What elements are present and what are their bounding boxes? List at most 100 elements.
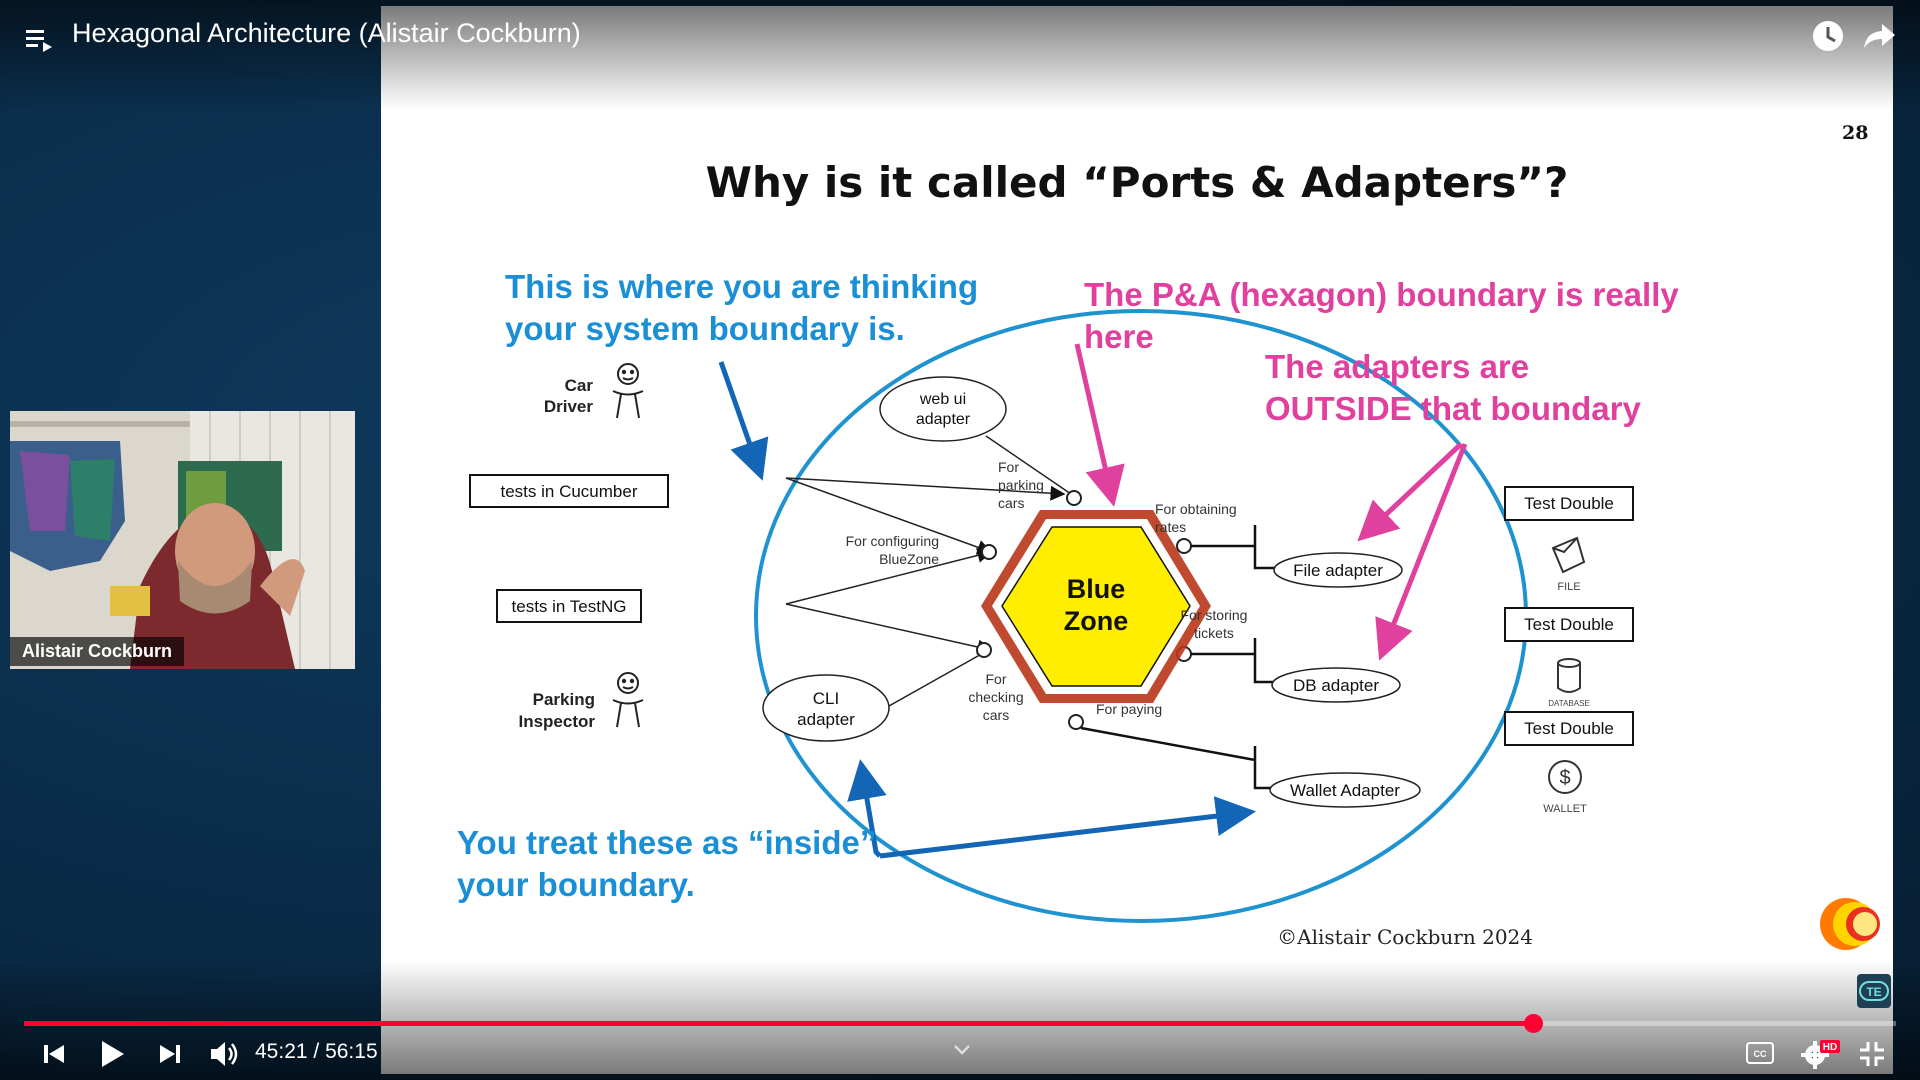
blue-zone-label-line-2: Zone bbox=[1064, 606, 1129, 636]
parking-inspector-figure-icon bbox=[612, 672, 644, 728]
box-tests-cucumber-label: tests in Cucumber bbox=[501, 482, 638, 501]
wallet-store-label: WALLET bbox=[1543, 803, 1587, 815]
car-driver-figure-icon bbox=[612, 363, 644, 419]
wallet-store-icon bbox=[1548, 760, 1582, 794]
note-pink-1-line-2: here bbox=[1084, 318, 1154, 355]
settings-button[interactable]: HD bbox=[1800, 1036, 1840, 1070]
blue-zone-label-line-1: Blue bbox=[1067, 574, 1126, 604]
actor-car-driver-line-2: Driver bbox=[544, 397, 594, 416]
port-label-checking-2: checking bbox=[968, 689, 1023, 705]
time-display: 45:21 / 56:15 bbox=[255, 1040, 378, 1064]
test-double-box-1 bbox=[1504, 486, 1634, 521]
next-button[interactable] bbox=[156, 1040, 184, 1068]
blue-arrow-3 bbox=[879, 796, 1256, 859]
note-blue-1-line-1: This is where you are thinking bbox=[505, 268, 978, 305]
copyright-text: ©Alistair Cockburn 2024 bbox=[1277, 925, 1533, 949]
actor-car-driver-line-1: Car bbox=[565, 376, 594, 395]
db-adapter-node bbox=[1271, 667, 1401, 703]
web-ui-adapter-line-1: web ui bbox=[919, 391, 966, 408]
note-blue-2-line-2: your boundary. bbox=[457, 866, 695, 903]
wallet-adapter-label: Wallet Adapter bbox=[1290, 781, 1400, 800]
blue-arrow-2 bbox=[847, 759, 887, 858]
video-title[interactable]: Hexagonal Architecture (Alistair Cockbur… bbox=[72, 18, 581, 48]
pink-arrow-2 bbox=[1357, 442, 1463, 542]
port-label-parking-1: For bbox=[998, 459, 1019, 475]
web-ui-adapter-node bbox=[879, 376, 1007, 442]
previous-icon bbox=[44, 1045, 64, 1063]
test-double-box-3 bbox=[1504, 711, 1634, 746]
wallet-dollar-sign: $ bbox=[1559, 767, 1570, 789]
te-badge-icon[interactable]: TE bbox=[1857, 974, 1891, 1008]
test-double-label-2: Test Double bbox=[1524, 615, 1614, 634]
port-label-checking-1: For bbox=[986, 671, 1007, 687]
chevron-down-icon[interactable] bbox=[950, 1042, 974, 1058]
speaker-video-frame bbox=[10, 411, 355, 669]
test-double-box-2 bbox=[1504, 607, 1634, 642]
cockburn-logo-icon bbox=[1820, 898, 1880, 950]
port-label-parking-3: cars bbox=[998, 495, 1024, 511]
port-label-checking-3: cars bbox=[983, 707, 1009, 723]
note-pink-2-line-1: The adapters are bbox=[1265, 348, 1529, 385]
progress-played bbox=[24, 1021, 1533, 1026]
cli-adapter-line-1: CLI bbox=[813, 689, 839, 708]
duration: 56:15 bbox=[325, 1040, 378, 1063]
volume-icon bbox=[211, 1042, 238, 1066]
slide-number: 28 bbox=[1842, 122, 1869, 144]
port-connectors bbox=[976, 490, 1192, 730]
next-icon bbox=[160, 1045, 180, 1063]
previous-button[interactable] bbox=[40, 1040, 68, 1068]
ports-adapters-diagram: This is where you are thinking your syst… bbox=[457, 268, 1880, 950]
svg-text:CC: CC bbox=[1754, 1049, 1767, 1059]
port-label-obtaining-1: For obtaining bbox=[1155, 501, 1237, 517]
pink-arrow-1 bbox=[1074, 343, 1125, 507]
note-blue-1-line-2: your system boundary is. bbox=[505, 310, 905, 347]
hd-badge-text: HD bbox=[1823, 1042, 1837, 1053]
progress-bar[interactable] bbox=[24, 1014, 1896, 1033]
cli-adapter-node bbox=[762, 674, 890, 742]
port-label-obtaining-2: rates bbox=[1155, 519, 1186, 535]
cli-adapter-line-2: adapter bbox=[797, 710, 855, 729]
pink-arrow-3 bbox=[1375, 443, 1468, 661]
volume-button[interactable] bbox=[208, 1038, 242, 1070]
port-label-storing-1: For storing bbox=[1181, 607, 1248, 623]
port-label-configuring-1: For configuring bbox=[846, 533, 939, 549]
exit-fullscreen-icon bbox=[1860, 1042, 1884, 1066]
share-icon[interactable] bbox=[1862, 20, 1896, 52]
progress-scrubber-handle[interactable] bbox=[1523, 1014, 1543, 1033]
time-separator: / bbox=[307, 1040, 326, 1063]
file-store-icon bbox=[1551, 536, 1586, 574]
port-label-storing-2: tickets bbox=[1194, 625, 1234, 641]
database-store-label: DATABASE bbox=[1548, 699, 1590, 708]
closed-captions-icon: CC bbox=[1746, 1042, 1774, 1064]
port-label-configuring-2: BlueZone bbox=[879, 551, 939, 567]
test-double-label-1: Test Double bbox=[1524, 494, 1614, 513]
webcam-thumbnail[interactable] bbox=[10, 411, 355, 669]
note-pink-2-line-2: OUTSIDE that boundary bbox=[1265, 390, 1641, 427]
slide-heading: Why is it called “Ports & Adapters”? bbox=[705, 158, 1569, 207]
file-adapter-label: File adapter bbox=[1293, 561, 1383, 580]
box-tests-testng-label: tests in TestNG bbox=[512, 597, 627, 616]
watch-later-clock-icon[interactable] bbox=[1810, 18, 1846, 54]
port-label-parking-2: parking bbox=[998, 477, 1044, 493]
file-adapter-node bbox=[1273, 552, 1403, 588]
test-double-label-3: Test Double bbox=[1524, 719, 1614, 738]
closed-captions-button[interactable]: CC bbox=[1746, 1042, 1774, 1064]
exit-fullscreen-button[interactable] bbox=[1858, 1040, 1886, 1068]
note-pink-1-line-1: The P&A (hexagon) boundary is really bbox=[1084, 276, 1679, 313]
current-time: 45:21 bbox=[255, 1040, 308, 1063]
settings-icon: HD bbox=[1801, 1040, 1840, 1069]
db-adapter-label: DB adapter bbox=[1293, 676, 1379, 695]
play-icon bbox=[102, 1041, 124, 1067]
box-tests-cucumber bbox=[469, 474, 669, 508]
database-store-icon bbox=[1557, 658, 1581, 693]
wallet-adapter-node bbox=[1269, 772, 1421, 808]
note-blue-2-line-1: You treat these as “inside” bbox=[457, 824, 876, 861]
actor-parking-inspector-line-1: Parking bbox=[533, 690, 595, 709]
play-button[interactable] bbox=[98, 1038, 126, 1070]
blue-arrow-1 bbox=[718, 361, 769, 481]
web-ui-adapter-line-2: adapter bbox=[916, 411, 971, 428]
file-store-label: FILE bbox=[1557, 581, 1580, 593]
playlist-icon[interactable] bbox=[24, 24, 54, 54]
actor-parking-inspector-line-2: Inspector bbox=[518, 712, 595, 731]
